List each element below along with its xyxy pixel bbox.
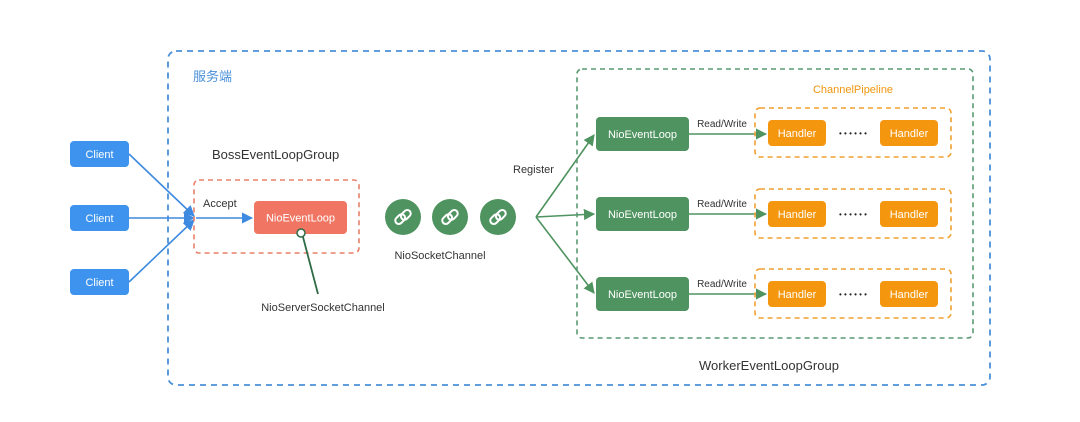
worker-row-3: NioEventLoop Read/Write Handler • • • • … — [596, 268, 952, 319]
ellipsis-dots: • • • • • • — [839, 129, 867, 138]
register-arrow-3 — [535, 216, 595, 294]
server-channel-pointer — [302, 236, 319, 295]
boss-nio-event-loop-label: NioEventLoop — [266, 213, 335, 225]
socket-channel-3 — [480, 199, 516, 235]
worker-group-label: WorkerEventLoopGroup — [699, 358, 839, 373]
handler-box — [880, 281, 938, 307]
worker-row-2: NioEventLoop Read/Write Handler • • • • … — [596, 188, 952, 239]
boss-group-container — [193, 179, 360, 254]
worker-nio-event-loop — [596, 277, 689, 311]
channel-pipeline — [754, 268, 952, 319]
handler-box — [880, 201, 938, 227]
handler-label: Handler — [778, 128, 817, 140]
handler-label: Handler — [778, 289, 817, 301]
accept-label: Accept — [203, 198, 237, 210]
client-label: Client — [85, 149, 113, 161]
handler-box — [768, 120, 826, 146]
handler-label: Handler — [778, 209, 817, 221]
register-arrow-1 — [535, 134, 595, 218]
worker-nio-event-loop-label: NioEventLoop — [608, 129, 677, 141]
client-label: Client — [85, 277, 113, 289]
socket-channel-2 — [432, 199, 468, 235]
boss-nio-event-loop — [254, 201, 347, 234]
client-box-3: Client — [70, 269, 129, 295]
channel-pipeline — [754, 107, 952, 158]
read-write-label: Read/Write — [697, 199, 747, 210]
worker-nio-event-loop-label: NioEventLoop — [608, 289, 677, 301]
worker-nio-event-loop — [596, 117, 689, 151]
read-write-label: Read/Write — [697, 279, 747, 290]
ellipsis-dots: • • • • • • — [839, 210, 867, 219]
server-channel-anchor — [296, 228, 306, 238]
handler-label: Handler — [890, 289, 929, 301]
channel-pipeline — [754, 188, 952, 239]
handler-label: Handler — [890, 209, 929, 221]
client-arrow-3 — [128, 219, 195, 283]
server-channel-label: NioServerSocketChannel — [261, 302, 385, 314]
handler-box — [768, 201, 826, 227]
worker-nio-event-loop — [596, 197, 689, 231]
client-box-1: Client — [70, 141, 129, 167]
socket-channel-1 — [385, 199, 421, 235]
register-arrow-2 — [535, 208, 596, 221]
register-label: Register — [513, 164, 554, 176]
handler-label: Handler — [890, 128, 929, 140]
server-label: 服务端 — [193, 69, 232, 84]
client-label: Client — [85, 213, 113, 225]
worker-group-container — [576, 68, 974, 339]
handler-box — [768, 281, 826, 307]
worker-nio-event-loop-label: NioEventLoop — [608, 209, 677, 221]
client-arrow-1 — [128, 153, 195, 217]
socket-channel-label: NioSocketChannel — [394, 250, 485, 262]
read-write-label: Read/Write — [697, 119, 747, 130]
pipeline-label: ChannelPipeline — [813, 84, 893, 96]
ellipsis-dots: • • • • • • — [839, 290, 867, 299]
client-box-2: Client — [70, 205, 129, 231]
handler-box — [880, 120, 938, 146]
boss-group-label: BossEventLoopGroup — [212, 147, 339, 162]
worker-row-1: NioEventLoop Read/Write Handler • • • • … — [596, 107, 952, 158]
